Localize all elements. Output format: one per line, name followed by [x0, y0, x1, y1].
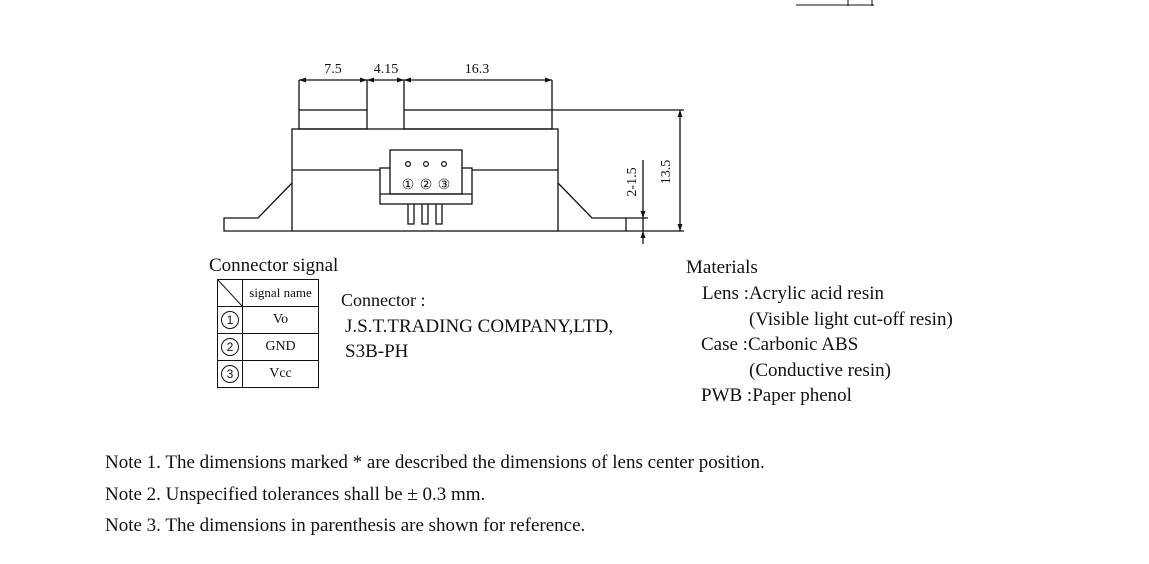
signal-gnd: GND: [242, 333, 319, 361]
connector-pin-label-1: ①: [402, 178, 415, 193]
signal-name-header: signal name: [242, 279, 319, 307]
materials-lens-note: (Visible light cut-off resin): [749, 309, 953, 330]
signal-vo: Vo: [242, 306, 319, 334]
signal-vcc: Vcc: [242, 360, 319, 388]
note-1: Note 1. The dimensions marked * are desc…: [105, 452, 765, 473]
materials-case: Case :Carbonic ABS: [701, 334, 859, 355]
connector-pin-label-3: ③: [438, 178, 451, 193]
dim-13-5: 13.5: [659, 160, 674, 185]
connector-label: Connector :: [341, 290, 426, 310]
dim-4-15: 4.15: [374, 62, 399, 77]
diagonal-line: [218, 280, 242, 306]
pin-number-1: 1: [221, 311, 239, 329]
materials-lens: Lens :Acrylic acid resin: [702, 283, 885, 304]
note-3: Note 3. The dimensions in parenthesis ar…: [105, 515, 586, 536]
note-2: Note 2. Unspecified tolerances shall be …: [105, 484, 486, 505]
materials-case-note: (Conductive resin): [749, 360, 891, 381]
table-header-row: signal name: [217, 279, 319, 307]
pin-number-3: 3: [221, 365, 239, 383]
diagonal-header-cell: [217, 279, 243, 307]
table-row: 3 Vcc: [217, 360, 319, 388]
dim-7-5: 7.5: [324, 62, 342, 77]
connector-signal-table: signal name 1 Vo 2 GND 3 Vcc: [217, 279, 319, 388]
connector-part-number: S3B-PH: [345, 341, 409, 362]
connector-signal-title: Connector signal: [209, 255, 339, 276]
dim-16-3: 16.3: [465, 62, 490, 77]
connector-pin-label-2: ②: [420, 178, 433, 193]
materials-pwb: PWB :Paper phenol: [701, 385, 852, 406]
materials-title: Materials: [686, 257, 758, 278]
dim-2-1-5: 2-1.5: [625, 167, 640, 196]
pin-number-2: 2: [221, 338, 239, 356]
connector-maker: J.S.T.TRADING COMPANY,LTD,: [345, 316, 614, 337]
table-row: 2 GND: [217, 333, 319, 361]
table-row: 1 Vo: [217, 306, 319, 334]
